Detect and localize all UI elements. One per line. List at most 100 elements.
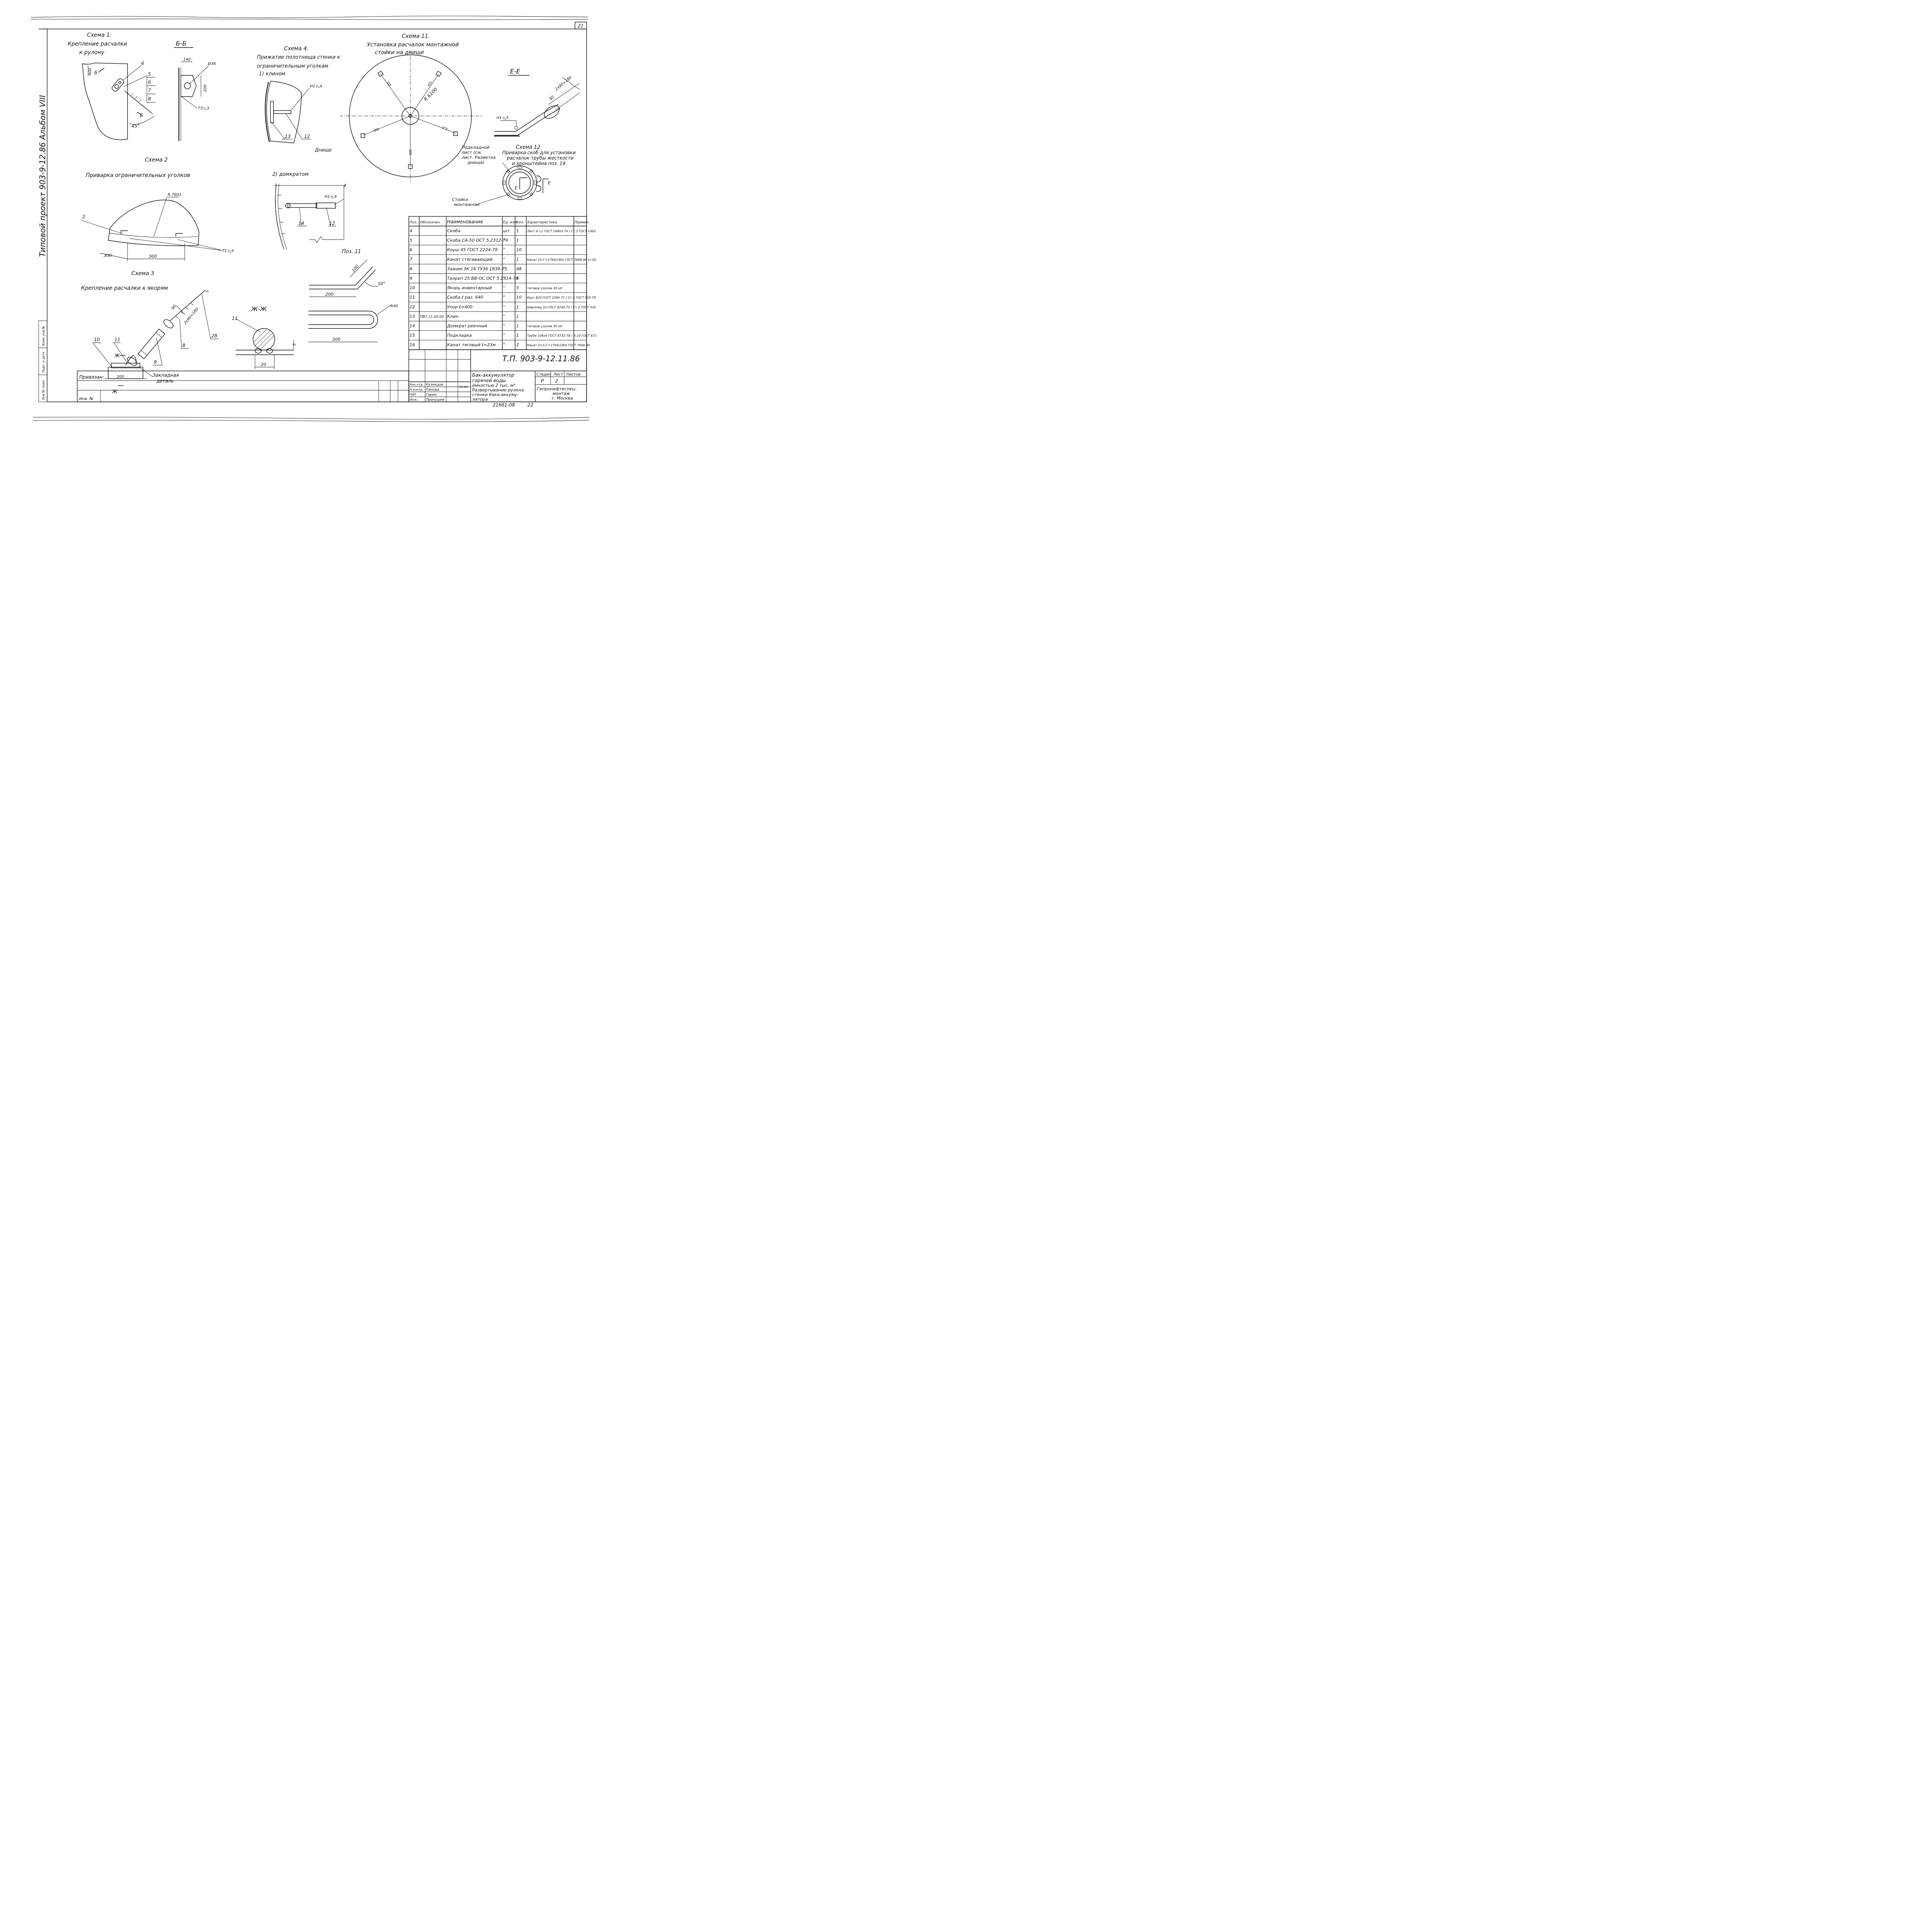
svg-text:Бак-аккумулятор: Бак-аккумулятор: [472, 372, 514, 378]
bottom-border-line: [32, 417, 590, 420]
svg-text:ёмкостью 2 тыс. м³: ёмкостью 2 тыс. м³: [472, 383, 515, 388]
spec-cell-qty: 1: [516, 323, 519, 328]
svg-text:Ж: Ж: [114, 353, 120, 359]
spec-cell-char: тяговое усилие 30 кН: [527, 287, 562, 290]
svg-text:200: 200: [203, 85, 207, 92]
spec-cell-name: Клин: [447, 314, 458, 319]
svg-text:200: 200: [325, 292, 333, 297]
spec-cell-pos: 16: [410, 342, 415, 347]
sheet-number-box: [575, 22, 587, 29]
scheme-1: Схема 1. Крепление расчалки к рулону 600…: [68, 32, 155, 140]
svg-text:21661-08: 21661-08: [493, 402, 515, 408]
svg-text:Подкладной: Подкладной: [462, 145, 490, 150]
spec-cell-qty: 10: [516, 295, 522, 300]
scheme-4-title: Схема 4.: [284, 46, 309, 52]
svg-text:6: 6: [148, 80, 151, 85]
scheme-12: Схема 12 Приварка скоб для установки рас…: [452, 145, 576, 207]
spec-cell-name: Скоба СА-50 ОСТ 5.2312-79: [447, 238, 508, 243]
svg-text:Н1-◺5: Н1-◺5: [497, 116, 509, 120]
svg-text:Панова: Панова: [426, 388, 439, 392]
svg-text:Крепление расчалки к якорям: Крепление расчалки к якорям: [81, 285, 168, 291]
svg-text:Установка расчалок монтажной: Установка расчалок монтажной: [367, 42, 459, 48]
svg-text:8: 8: [182, 343, 185, 348]
svg-text:ограничительным уголкам: ограничительным уголкам: [257, 63, 328, 69]
spec-cell-name: Подкладка: [447, 333, 472, 338]
spec-cell-qty: 2: [516, 342, 519, 347]
svg-text:2х90=180: 2х90=180: [554, 75, 573, 92]
spec-cell-pos: 11: [410, 295, 415, 300]
spec-cell-pos: 5: [410, 238, 412, 243]
spec-cell-pos: 9: [410, 276, 412, 281]
spec-cell-unit: ": [503, 295, 505, 300]
svg-text:лист. Разметка: лист. Разметка: [461, 155, 496, 160]
svg-text:5: 5: [148, 71, 151, 77]
spec-cell-name: Домкрат реечный: [447, 323, 487, 328]
svg-text:Т1-◺4: Т1-◺4: [222, 249, 234, 253]
svg-text:12: 12: [304, 134, 310, 139]
svg-text:2: 2: [555, 378, 558, 384]
spec-cell-qty: 1: [516, 228, 519, 233]
svg-text:ГИП: ГИП: [410, 393, 416, 396]
drawing-code: Т.П. 903-9-12.11.86: [502, 354, 580, 363]
svg-text:лист (см.: лист (см.: [461, 150, 482, 155]
svg-text:монтажная: монтажная: [454, 202, 480, 207]
spec-cell-char: Канат 15-Г-I-1764(180) ГОСТ 7668-80 ℓ=30…: [527, 258, 596, 262]
svg-text:Развертывание рулона: Развертывание рулона: [472, 388, 524, 393]
svg-text:45°: 45°: [131, 123, 139, 129]
svg-text:Стойка: Стойка: [452, 197, 468, 202]
svg-text:14: 14: [298, 221, 304, 226]
svg-text:8: 8: [148, 96, 151, 102]
side-cell-3: Взам. инв.№: [42, 326, 45, 346]
spec-cell-qty: 1: [516, 304, 519, 310]
spec-cell-qty: 5: [516, 276, 519, 281]
spec-cell-unit: ": [503, 286, 505, 291]
svg-text:Е: Е: [515, 185, 517, 190]
spec-cell-unit: ": [503, 266, 505, 271]
title-block: Т.П. 903-9-12.11.86 Бак-аккумулятор горя…: [77, 349, 587, 408]
svg-text:28: 28: [211, 333, 218, 338]
top-border-line-2: [31, 19, 588, 20]
scheme-11-title: Схема 11.: [402, 33, 430, 39]
spec-header-cell: Наименование: [447, 219, 483, 224]
svg-text:Р: Р: [541, 378, 544, 384]
scheme-3-title: Схема 3: [131, 270, 154, 277]
spec-cell-char: тяговое усилие 50 кН: [527, 325, 562, 328]
svg-text:днища): днища): [467, 160, 484, 165]
svg-text:Ж: Ж: [112, 389, 118, 395]
spec-cell-char: Канат 23,5-Г-I-1764(180) ГОСТ 7668-80: [527, 344, 590, 347]
spec-cell-pos: 8: [410, 266, 412, 271]
pos-11: Поз. 11 200 100 50° R40 300: [308, 249, 398, 342]
svg-text:Стадия: Стадия: [536, 372, 551, 377]
spec-cell-qty: 1: [516, 333, 519, 338]
svg-text:50°: 50°: [378, 281, 386, 286]
svg-text:г. Москва: г. Москва: [552, 396, 573, 401]
scheme-2: Схема 2 Приварка ограничительных уголков…: [81, 157, 234, 261]
spec-cell-char: Труба 108х6 ГОСТ 8732-78 / В-10 ГОСТ 873…: [527, 334, 596, 338]
spec-cell-pos: 14: [410, 323, 415, 328]
spec-cell-unit: ": [503, 276, 505, 281]
spec-cell-unit: ": [503, 304, 505, 310]
scheme-1-title: Схема 1.: [87, 32, 112, 38]
svg-text:2: 2: [82, 214, 85, 219]
svg-text:11: 11: [114, 337, 120, 342]
svg-text:600: 600: [88, 68, 92, 75]
side-cell-2: Подп. и дата: [42, 352, 45, 373]
svg-text:Инж.: Инж.: [410, 398, 418, 401]
spec-cell-qty: 1: [516, 238, 519, 243]
svg-text:горячей воды: горячей воды: [472, 378, 506, 383]
svg-text:стенки бака-аккуму-: стенки бака-аккуму-: [472, 392, 519, 397]
spec-cell-pos: 6: [410, 247, 412, 252]
spec-cell-name: Коуш 45 ГОСТ 2224-79: [447, 247, 498, 252]
svg-text:10.85: 10.85: [459, 385, 468, 389]
svg-text:Ø36: Ø36: [207, 61, 216, 66]
section-zhzh: Ж-Ж 11 5 20: [232, 305, 297, 369]
spec-cell-unit: ": [503, 247, 505, 252]
spec-header-cell: Ед. изм.: [503, 221, 518, 224]
svg-text:11: 11: [232, 316, 238, 321]
svg-text:расчалок трубы жесткости: расчалок трубы жесткости: [507, 155, 573, 161]
svg-text:Инв. №: Инв. №: [79, 397, 94, 401]
spec-cell-qty: 5: [516, 286, 519, 291]
spec-cell-unit: ": [503, 257, 505, 262]
svg-text:лятора: лятора: [472, 397, 488, 402]
svg-text:300: 300: [332, 337, 340, 342]
